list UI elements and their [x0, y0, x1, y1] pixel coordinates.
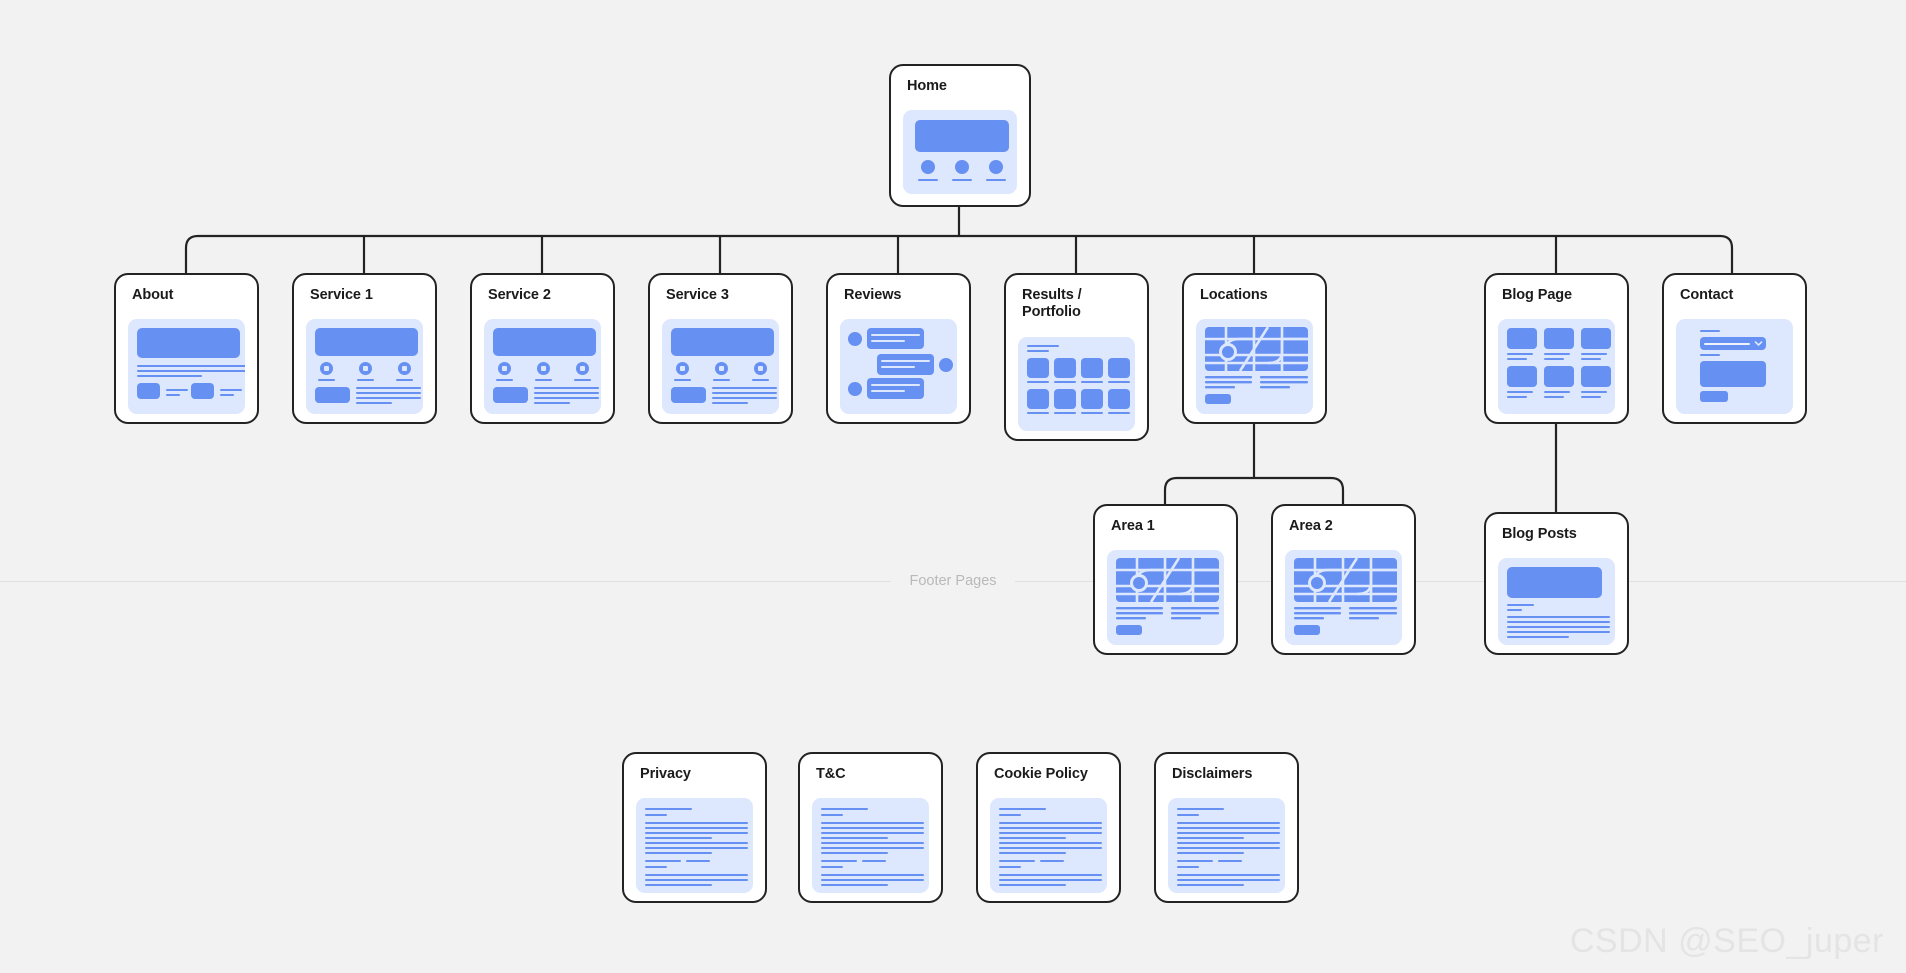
node-title: Service 2: [488, 287, 551, 303]
divider-rule-right: [1014, 581, 1906, 582]
thumbnail-document: [812, 798, 929, 893]
thumbnail-service: [306, 319, 423, 414]
node-title: Disclaimers: [1172, 766, 1253, 782]
thumbnail-map: [1285, 550, 1402, 645]
node-terms-conditions[interactable]: T&C: [798, 752, 943, 903]
node-blog-posts[interactable]: Blog Posts: [1484, 512, 1629, 655]
thumbnail-about: [128, 319, 245, 414]
node-about[interactable]: About: [114, 273, 259, 424]
thumbnail-service: [484, 319, 601, 414]
thumbnail-document: [636, 798, 753, 893]
node-blog-page[interactable]: Blog Page: [1484, 273, 1629, 424]
textarea-mock: [1700, 361, 1766, 387]
divider-rule-left: [0, 581, 892, 582]
thumbnail-article: [1498, 558, 1615, 645]
thumbnail-grid8: [1018, 337, 1135, 431]
node-title: Area 1: [1111, 518, 1155, 534]
thumbnail-document: [990, 798, 1107, 893]
node-title: Area 2: [1289, 518, 1333, 534]
node-service-3[interactable]: Service 3: [648, 273, 793, 424]
node-locations[interactable]: Locations: [1182, 273, 1327, 424]
node-title: About: [132, 287, 174, 303]
node-area-1[interactable]: Area 1: [1093, 504, 1238, 655]
watermark: CSDN @SEO_juper: [1569, 922, 1884, 960]
thumbnail-hero-nav: [903, 110, 1017, 194]
thumbnail-map: [1107, 550, 1224, 645]
thumbnail-map: [1196, 319, 1313, 414]
node-title: Reviews: [844, 287, 902, 303]
node-contact[interactable]: Contact: [1662, 273, 1807, 424]
node-title: Privacy: [640, 766, 691, 782]
node-home[interactable]: Home: [889, 64, 1031, 207]
node-service-2[interactable]: Service 2: [470, 273, 615, 424]
node-title: Contact: [1680, 287, 1734, 303]
node-title: Cookie Policy: [994, 766, 1088, 782]
node-title: Home: [907, 78, 947, 94]
thumbnail-form: [1676, 319, 1793, 414]
node-service-1[interactable]: Service 1: [292, 273, 437, 424]
node-cookie-policy[interactable]: Cookie Policy: [976, 752, 1121, 903]
node-disclaimers[interactable]: Disclaimers: [1154, 752, 1299, 903]
node-title: Results / Portfolio: [1022, 287, 1082, 320]
node-results-portfolio[interactable]: Results / Portfolio: [1004, 273, 1149, 441]
submit-button-mock: [1700, 391, 1728, 402]
node-title: Service 1: [310, 287, 373, 303]
footer-section-label: Footer Pages: [909, 572, 997, 589]
thumbnail-service: [662, 319, 779, 414]
node-title: Service 3: [666, 287, 729, 303]
thumbnail-reviews: [840, 319, 957, 414]
node-title: Locations: [1200, 287, 1268, 303]
footer-section-divider: Footer Pages: [0, 573, 1906, 589]
node-reviews[interactable]: Reviews: [826, 273, 971, 424]
node-privacy[interactable]: Privacy: [622, 752, 767, 903]
node-area-2[interactable]: Area 2: [1271, 504, 1416, 655]
node-title: T&C: [816, 766, 846, 782]
thumbnail-grid6: [1498, 319, 1615, 414]
node-title: Blog Posts: [1502, 526, 1577, 542]
thumbnail-document: [1168, 798, 1285, 893]
node-title: Blog Page: [1502, 287, 1572, 303]
